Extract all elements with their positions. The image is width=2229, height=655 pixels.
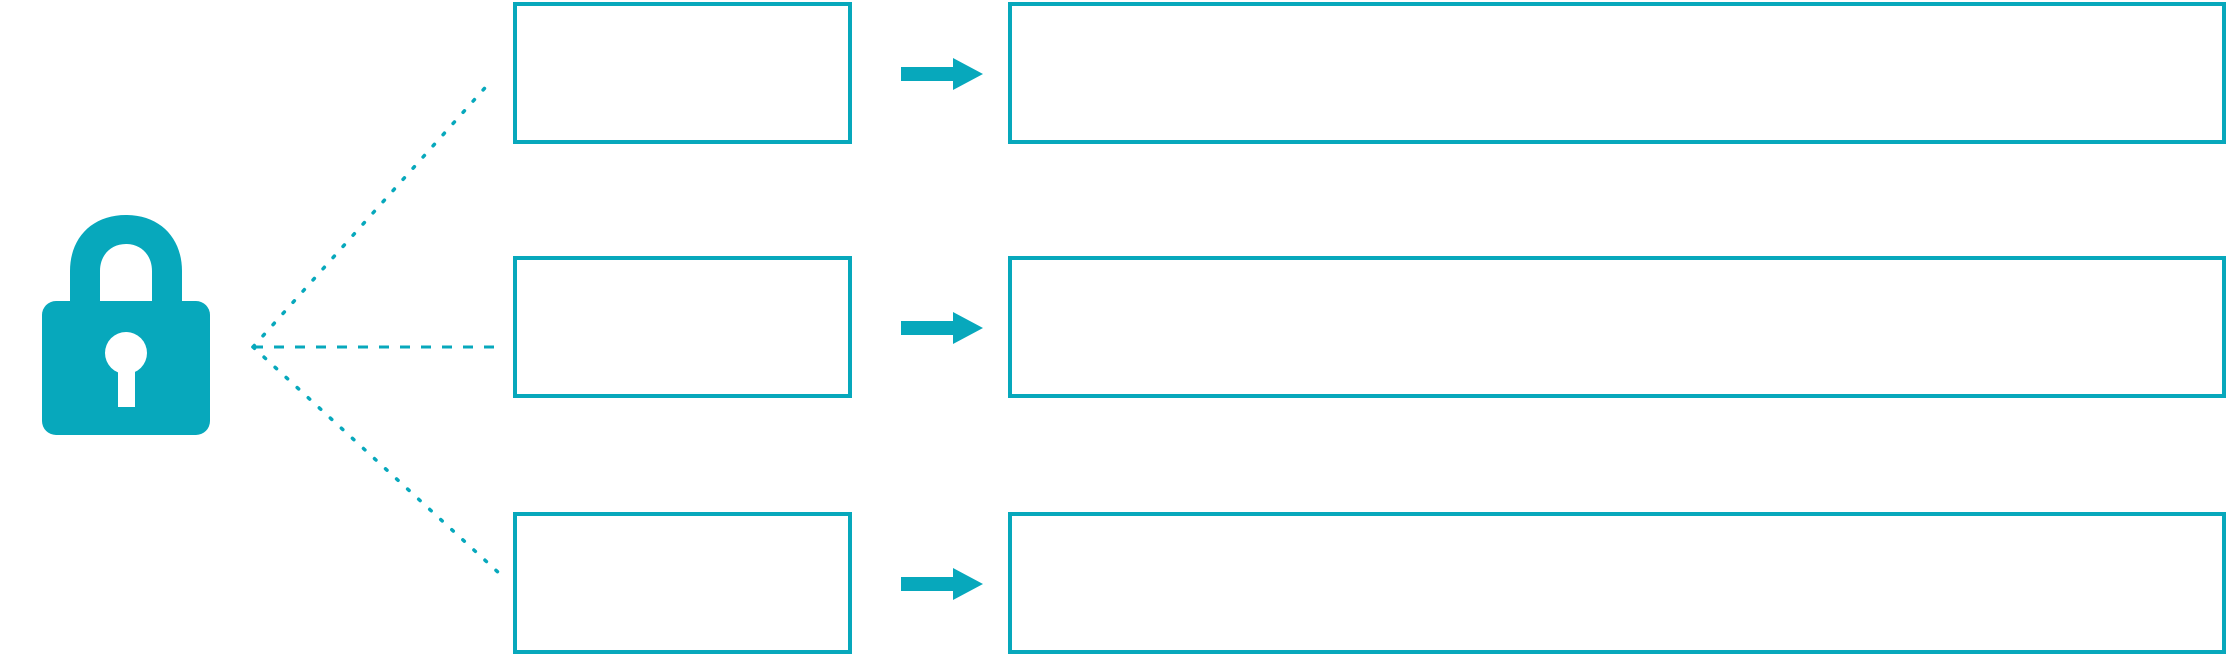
- target-box[interactable]: [1008, 2, 2226, 144]
- right-arrow-icon: [901, 568, 983, 600]
- source-box[interactable]: [513, 2, 852, 144]
- target-box[interactable]: [1008, 256, 2226, 398]
- source-box[interactable]: [513, 512, 852, 654]
- diagram-row: [0, 254, 2229, 400]
- right-arrow-icon: [901, 312, 983, 344]
- diagram-row: [0, 0, 2229, 146]
- right-arrow-icon: [901, 58, 983, 90]
- target-box[interactable]: [1008, 512, 2226, 654]
- source-box[interactable]: [513, 256, 852, 398]
- lock-icon: [30, 205, 222, 445]
- diagram-row: [0, 510, 2229, 655]
